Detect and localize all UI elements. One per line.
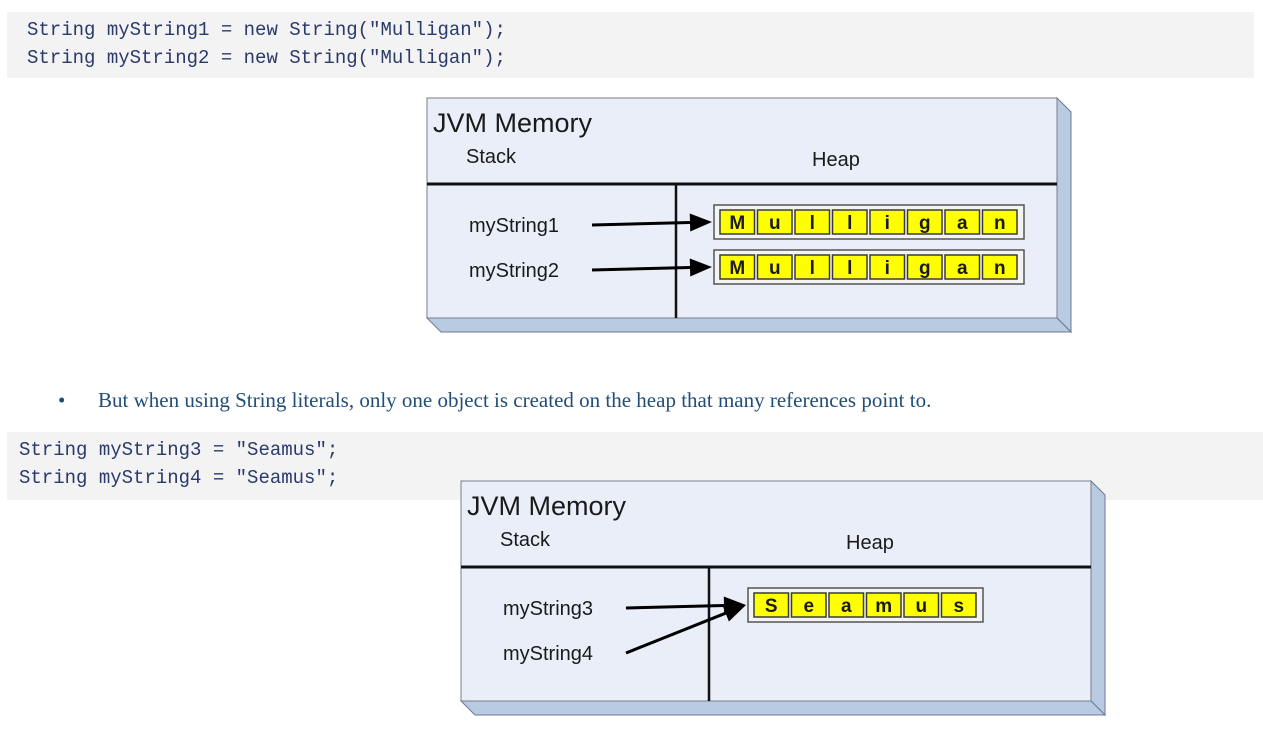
char-cell xyxy=(944,254,981,280)
char-cell xyxy=(831,209,868,235)
heap-label: Heap xyxy=(846,532,894,554)
panel-depth-right xyxy=(1056,96,1072,334)
char-label: l xyxy=(847,258,852,279)
char-cell xyxy=(719,254,756,280)
bullet-marker: • xyxy=(58,388,66,412)
char-label: a xyxy=(957,213,968,234)
arrowhead-icon xyxy=(722,604,746,622)
stack-label: Stack xyxy=(500,529,551,551)
char-label: i xyxy=(885,213,890,234)
char-label: e xyxy=(803,596,814,617)
char-cell xyxy=(869,254,906,280)
code-block-new-string: String myString1 = new String("Mulligan"… xyxy=(7,12,1254,78)
reference-arrow xyxy=(591,213,712,232)
char-label: n xyxy=(994,213,1006,234)
reference-arrow xyxy=(625,604,746,655)
char-label: u xyxy=(769,213,781,234)
char-label: i xyxy=(885,258,890,279)
char-cell xyxy=(719,209,756,235)
heap-label: Heap xyxy=(812,149,860,171)
char-cell xyxy=(756,254,793,280)
char-cell xyxy=(828,592,865,618)
jvm-memory-diagram-new-string: JVM Memory Stack Heap myString1 myString2… xyxy=(425,96,1073,334)
char-label: a xyxy=(841,596,852,617)
char-cell xyxy=(794,254,831,280)
char-label: g xyxy=(919,213,931,234)
char-label: g xyxy=(919,258,931,279)
char-label: M xyxy=(729,213,745,234)
char-label: s xyxy=(953,596,964,617)
char-cell xyxy=(906,254,943,280)
char-label: a xyxy=(957,258,968,279)
char-label: l xyxy=(810,258,815,279)
code-line: String myString4 = "Seamus"; xyxy=(19,467,339,489)
diagram-title: JVM Memory xyxy=(433,108,593,138)
char-label: u xyxy=(769,258,781,279)
char-cell xyxy=(903,592,940,618)
char-label: S xyxy=(765,596,778,617)
char-cell xyxy=(981,254,1018,280)
code-line: String myString3 = "Seamus"; xyxy=(19,439,339,461)
code-line: String myString1 = new String("Mulligan"… xyxy=(27,19,506,41)
char-cell xyxy=(940,592,977,618)
reference-name: myString2 xyxy=(469,260,559,282)
char-cell xyxy=(794,209,831,235)
char-cell xyxy=(944,209,981,235)
char-label: n xyxy=(994,258,1006,279)
char-cell xyxy=(869,209,906,235)
char-cell xyxy=(831,254,868,280)
char-label: l xyxy=(810,213,815,234)
code-line: String myString2 = new String("Mulligan"… xyxy=(27,47,506,69)
explanation-bullet: • But when using String literals, only on… xyxy=(58,388,931,413)
diagram-title: JVM Memory xyxy=(467,491,627,521)
jvm-memory-diagram-literal: JVM Memory Stack Heap myString3 myString4… xyxy=(459,479,1107,717)
bullet-text: But when using String literals, only one… xyxy=(98,388,932,412)
char-cell xyxy=(865,592,902,618)
char-cell xyxy=(753,592,790,618)
reference-name: myString4 xyxy=(503,643,593,665)
char-cell xyxy=(790,592,827,618)
char-label: m xyxy=(875,596,892,617)
char-cell xyxy=(756,209,793,235)
char-cell xyxy=(906,209,943,235)
panel-depth-bottom xyxy=(425,317,1073,333)
char-label: M xyxy=(729,258,745,279)
panel-depth-bottom xyxy=(459,700,1107,716)
char-cell xyxy=(981,209,1018,235)
arrowhead-icon xyxy=(689,213,712,232)
char-label: u xyxy=(915,596,927,617)
reference-name: myString3 xyxy=(503,598,593,620)
stack-label: Stack xyxy=(466,146,517,168)
arrowhead-icon xyxy=(689,258,712,277)
panel-depth-right xyxy=(1090,479,1106,717)
reference-arrow xyxy=(591,258,712,277)
reference-name: myString1 xyxy=(469,215,559,237)
char-label: l xyxy=(847,213,852,234)
